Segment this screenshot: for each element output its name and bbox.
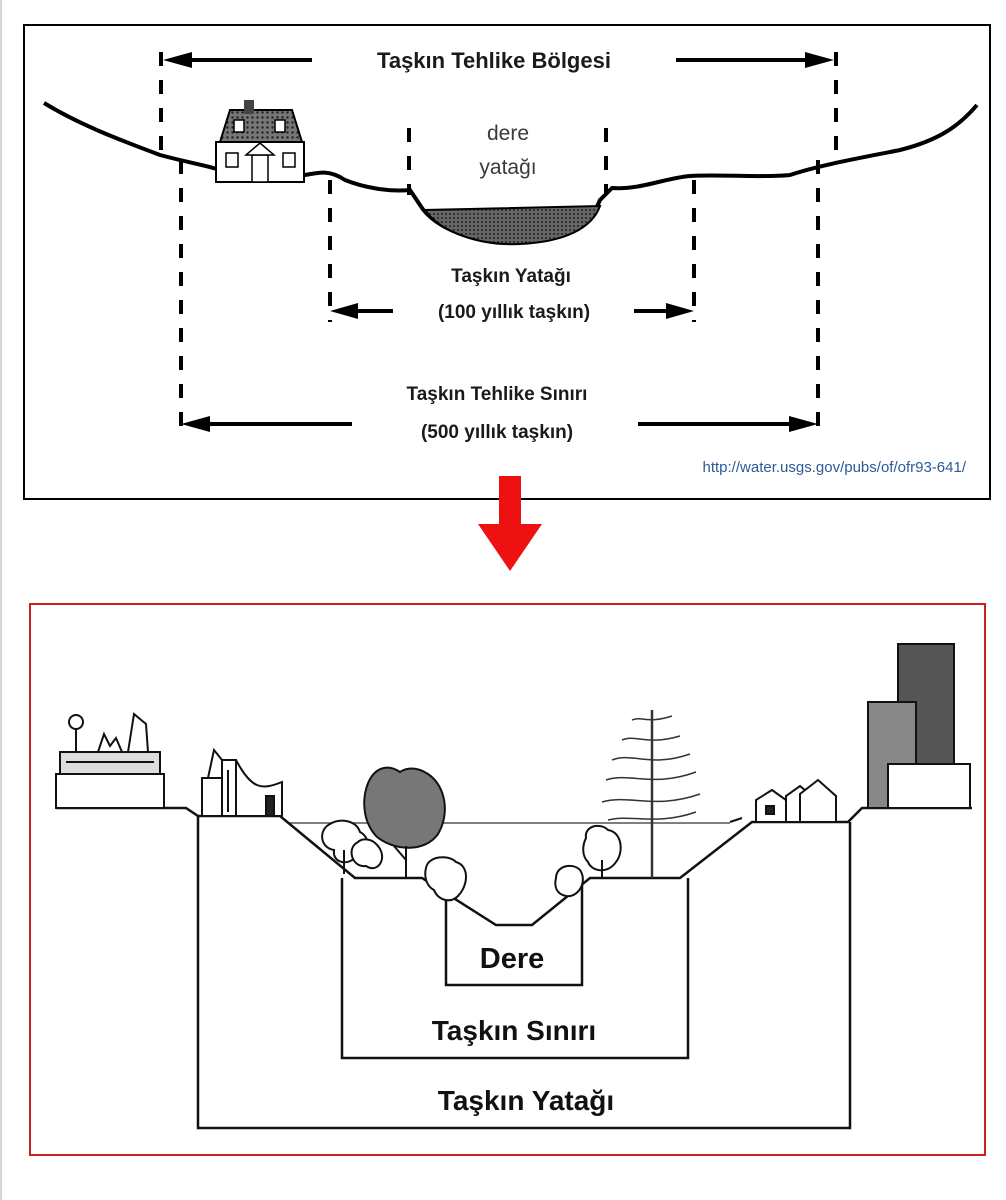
- stream-bed-label-line1: dere: [487, 122, 529, 145]
- floodplain-arrow: [330, 303, 694, 319]
- bare-tree-icon: [601, 710, 701, 878]
- hazard-zone-label: Taşkın Tehlike Bölgesi: [377, 48, 611, 73]
- middle-flood-limit-box: [340, 878, 690, 1060]
- down-arrow-icon: [478, 476, 542, 571]
- floodplain-label-line2: (100 yıllık taşkın): [438, 302, 590, 323]
- boundary-dashes: [159, 52, 838, 440]
- bush-icon: [424, 824, 622, 902]
- outer-floodplain-box: [196, 816, 852, 1130]
- skyscrapers-icon: [867, 643, 971, 809]
- floodplain-label-line1: Taşkın Yatağı: [451, 266, 571, 287]
- source-url: http://water.usgs.gov/pubs/of/ofr93-641/: [703, 459, 967, 476]
- floodplain-label: Taşkın Yatağı: [438, 1085, 614, 1116]
- stream-water: [423, 204, 602, 246]
- houses-icon: [729, 778, 837, 823]
- stream-bed-label-line2: yatağı: [479, 156, 536, 179]
- house-icon: [215, 100, 305, 183]
- flood-limit-label: Taşkın Sınırı: [432, 1015, 596, 1046]
- hazard-limit-arrow: [181, 416, 818, 432]
- inner-stream-box: [444, 878, 584, 987]
- hazard-zone-arrow: [163, 52, 834, 68]
- bottom-diagram-frame: [29, 603, 986, 1156]
- hazard-limit-label-line2: (500 yıllık taşkın): [421, 422, 573, 443]
- top-diagram-frame: [23, 24, 991, 500]
- factory-icon: [55, 712, 165, 809]
- stream-label: Dere: [480, 943, 545, 975]
- hazard-limit-label-line1: Taşkın Tehlike Sınırı: [407, 384, 588, 405]
- tree-cluster-left: [321, 766, 446, 878]
- buildings-icon: [201, 747, 283, 817]
- left-edge-rule: [0, 0, 2, 1200]
